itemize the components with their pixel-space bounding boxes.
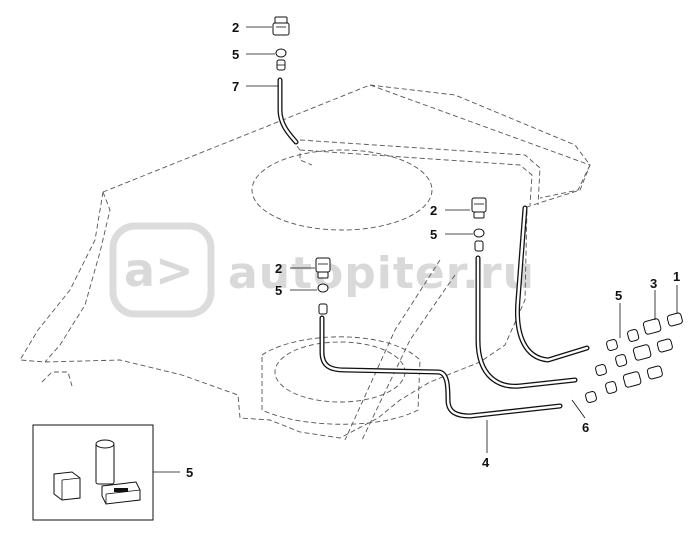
watermark-text: autopiter.ru (228, 248, 535, 299)
frame-left-flank (44, 191, 111, 363)
callouts: 2 5 7 2 5 2 5 5 3 1 6 4 5 (186, 20, 680, 480)
washer-5-mid (473, 228, 485, 238)
pipe-right-upper (514, 205, 590, 363)
frame-outer-outline (19, 84, 591, 439)
frame-lower-recess (261, 336, 421, 425)
callout-3: 3 (650, 276, 657, 291)
fitting-2-top (272, 16, 290, 36)
callout-1: 1 (673, 269, 680, 284)
seal-block-left (53, 471, 81, 501)
fitting-cluster-right (585, 312, 683, 403)
pipe-7 (277, 77, 299, 145)
frame-inner-rib (344, 259, 456, 441)
callout-2-top: 2 (232, 20, 239, 35)
pipe-6 (475, 255, 578, 389)
nut-mid (474, 240, 484, 252)
callout-5-top: 5 (232, 47, 239, 62)
callout-2-mid: 2 (430, 203, 437, 218)
callout-2-low: 2 (275, 261, 282, 276)
fitting-2-mid (471, 197, 487, 219)
frame-upper-hole (251, 149, 433, 231)
callout-5-mid: 5 (430, 227, 437, 242)
seal-cylinder (95, 439, 115, 485)
watermark-logo-glyph: a> (124, 243, 194, 297)
inset-frame (32, 424, 154, 521)
frame-hose-route-top (291, 139, 533, 206)
callout-4: 4 (482, 455, 490, 470)
fitting-2-low (315, 257, 331, 279)
washer-5-top (275, 48, 287, 58)
inset-sealing-kit (32, 424, 154, 521)
watermark: a> autopiter.ru (109, 222, 535, 318)
nut-top (276, 59, 286, 71)
seal-block-right (101, 481, 141, 505)
callout-7: 7 (232, 79, 239, 94)
watermark-logo-box (109, 222, 215, 318)
callout-5-low: 5 (275, 283, 282, 298)
frame-top-edge (369, 84, 591, 166)
washer-5-low (317, 283, 329, 293)
callout-5-inset: 5 (186, 465, 193, 480)
callout-6: 6 (582, 420, 589, 435)
leader-lines (153, 26, 678, 473)
frame-left-tab (41, 371, 73, 387)
callout-5-right: 5 (615, 288, 622, 303)
frame-hose-route-top-2 (299, 139, 541, 206)
frame-right-edge (539, 164, 591, 199)
nut-low (318, 303, 328, 315)
pipe-4 (319, 315, 563, 419)
